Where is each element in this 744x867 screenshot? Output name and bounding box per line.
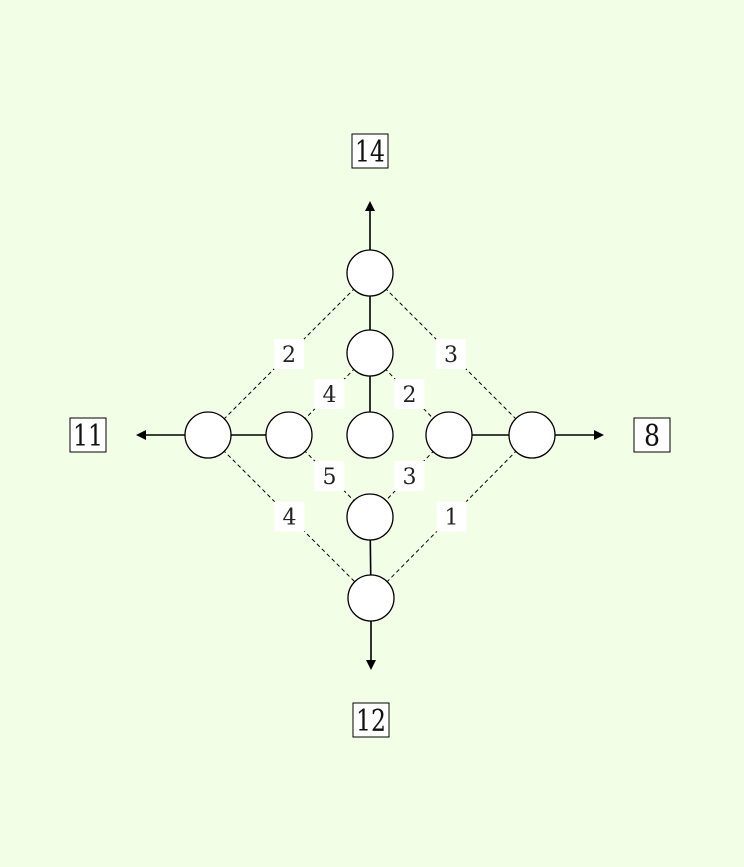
output-value: 8 (644, 419, 660, 454)
edge-weight-label: 2 (403, 383, 417, 408)
weight-label-bg (274, 501, 305, 532)
weight-label-bg (314, 379, 345, 409)
node-upper (346, 329, 394, 377)
output-value: 11 (73, 419, 103, 454)
edge-weight-label: 2 (282, 343, 296, 368)
output-box (351, 133, 389, 169)
output-box (69, 417, 107, 453)
weight-label-bg (394, 461, 425, 491)
node-left-inner (265, 411, 313, 459)
edge-weight-label: 4 (283, 506, 297, 531)
weight-label-bg (436, 501, 467, 532)
node-right-inner (425, 411, 473, 459)
node-right-outer (508, 411, 556, 459)
weight-label-bg (274, 339, 304, 369)
edge-weight-label: 3 (444, 343, 458, 368)
node-left-outer (184, 411, 232, 459)
node-top (346, 249, 394, 297)
edge-weight-label: 4 (323, 383, 337, 408)
edge-weight-label: 1 (445, 506, 459, 531)
weight-label-bg (394, 379, 425, 409)
node-lower (346, 493, 394, 541)
node-center (346, 411, 394, 459)
edge-weight-label: 3 (403, 465, 417, 490)
weight-label-bg (436, 339, 466, 369)
weight-label-bg (314, 461, 345, 491)
node-bottom (347, 574, 395, 622)
output-box (352, 702, 390, 738)
edge-weight-label: 5 (323, 465, 337, 490)
output-box (633, 417, 671, 453)
output-value: 12 (356, 704, 386, 739)
output-value: 14 (355, 135, 385, 170)
